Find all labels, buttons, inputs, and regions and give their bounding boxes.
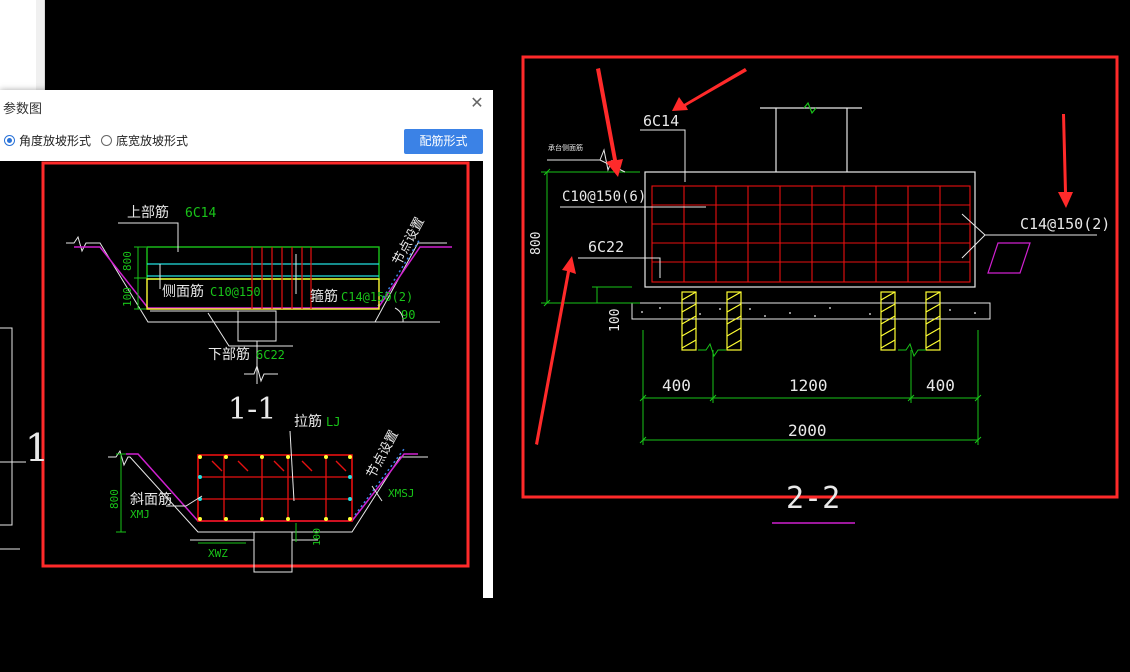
section-title-1-1: 1-1 xyxy=(228,392,276,427)
piles xyxy=(681,291,941,351)
radio-angle-label: 角度放坡形式 xyxy=(19,133,92,148)
radio-angle-slope[interactable]: 角度放坡形式 xyxy=(4,130,91,150)
label-height-100: 100 xyxy=(608,309,623,332)
label-height-100-left: 100 xyxy=(121,287,134,307)
label-bottom-rebar-value: 6C22 xyxy=(256,348,285,362)
section-1-1-beam-yellow xyxy=(146,278,380,310)
stirrup-symbol xyxy=(987,242,1031,274)
section-1-1-slope-rebar xyxy=(74,246,452,309)
section-1-1-stirrups xyxy=(251,247,312,309)
red-arrows xyxy=(535,68,1073,445)
section-1-label: 1 xyxy=(25,426,49,470)
rebar-mesh xyxy=(651,185,971,283)
label-side-rebar: C10@150(6) xyxy=(562,189,646,205)
section-lower-dims xyxy=(116,453,297,544)
section-1-1-beam-green xyxy=(146,246,380,280)
section-1-1-leaders xyxy=(118,222,297,347)
section-lower-leaders xyxy=(166,430,383,507)
label-height-100-lower: 100 xyxy=(312,528,323,546)
section-1-1-cyan-bars xyxy=(147,263,379,277)
section-lower-labels: 拉筋 LJ 节点设置 800 斜面筋 XMJ XMSJ XWZ 100 xyxy=(108,413,415,560)
red-arrow-up xyxy=(535,256,576,445)
dialog-drawing-canvas: 1 xyxy=(0,161,483,672)
pile-break-lines xyxy=(698,342,926,358)
close-icon[interactable]: ✕ xyxy=(470,93,484,112)
section-1-1-dims xyxy=(134,246,146,310)
highlight-box-right xyxy=(521,55,1119,499)
section-1-1-node-dots xyxy=(377,238,421,307)
section-title-2-2: 2-2 xyxy=(786,481,840,516)
label-node-setting-2: 节点设置 xyxy=(364,428,402,481)
label-bottom-rebar: 6C22 xyxy=(588,238,624,256)
section-1-partial xyxy=(0,327,26,550)
radio-unchecked-icon xyxy=(101,134,112,146)
label-xmsj: XMSJ xyxy=(388,487,415,500)
label-tie-value: LJ xyxy=(326,415,340,429)
label-dim-400-right: 400 xyxy=(926,376,955,395)
label-height-800-left: 800 xyxy=(121,251,134,271)
label-side-rebar-cn: 侧面筋 xyxy=(162,283,204,300)
label-top-rebar-cn: 上部筋 xyxy=(127,204,169,221)
label-tie-cn: 拉筋 xyxy=(294,413,322,430)
label-height-800: 800 xyxy=(529,232,544,255)
bedding-layer xyxy=(631,302,991,320)
radio-checked-icon xyxy=(4,134,15,146)
section-lower-stirrup-grid xyxy=(198,455,352,521)
label-dim-1200: 1200 xyxy=(789,376,828,395)
label-stirrup: C14@150(2) xyxy=(1020,215,1110,233)
highlight-box-left xyxy=(41,161,470,568)
label-xmj: XMJ xyxy=(130,508,150,521)
label-dim-total: 2000 xyxy=(788,421,827,440)
radio-width-label: 底宽放坡形式 xyxy=(116,133,189,148)
red-arrow-top xyxy=(672,68,747,111)
dialog-title: 参数图 xyxy=(3,102,43,117)
section-lower-bar-dots xyxy=(198,455,352,521)
right-drawing-labels: 6C14 承台侧面筋 C10@150(6) 6C22 C14@150(2) 80… xyxy=(529,112,1110,516)
label-height-800-lower: 800 xyxy=(108,489,121,509)
label-angle-90: 90 xyxy=(401,308,415,322)
section-lower-stirrup-box xyxy=(197,454,353,522)
pile-cap-outline xyxy=(644,171,976,288)
label-slope-rebar-cn: 斜面筋 xyxy=(130,491,172,508)
leader-lines xyxy=(547,129,1097,278)
column-stub xyxy=(760,101,862,172)
red-arrow-down-right xyxy=(1058,114,1073,208)
dimension-lines xyxy=(541,168,982,445)
label-top-rebar-value: 6C14 xyxy=(185,206,216,221)
section-lower-cyan-dots xyxy=(198,475,352,501)
red-arrow-down-left xyxy=(596,68,623,177)
section-1-1-soil xyxy=(66,235,447,384)
label-dim-400-left: 400 xyxy=(662,376,691,395)
parameter-dialog: 参数图 ✕ 角度放坡形式 底宽放坡形式 配筋形式 1 xyxy=(0,90,493,672)
rebar-form-button[interactable]: 配筋形式 xyxy=(404,129,483,154)
label-xwz: XWZ xyxy=(208,547,228,560)
dialog-cad-drawing: 1 xyxy=(0,161,470,573)
cad-drawing-2-2: 6C14 承台侧面筋 C10@150(6) 6C22 C14@150(2) 80… xyxy=(521,55,1119,524)
radio-width-slope[interactable]: 底宽放坡形式 xyxy=(101,130,188,150)
label-top-rebar: 6C14 xyxy=(643,112,679,130)
section-1-1-labels: 上部筋 6C14 800 100 侧面筋 C10@150 箍筋 C14@150(… xyxy=(121,204,428,427)
label-bottom-rebar-cn: 下部筋 xyxy=(208,346,250,363)
label-side-rebar-value: C10@150 xyxy=(210,285,261,299)
label-stirrup-value: C14@150(2) xyxy=(341,290,413,304)
label-side-note: 承台侧面筋 xyxy=(548,143,583,152)
label-stirrup-cn: 箍筋 xyxy=(310,288,338,305)
